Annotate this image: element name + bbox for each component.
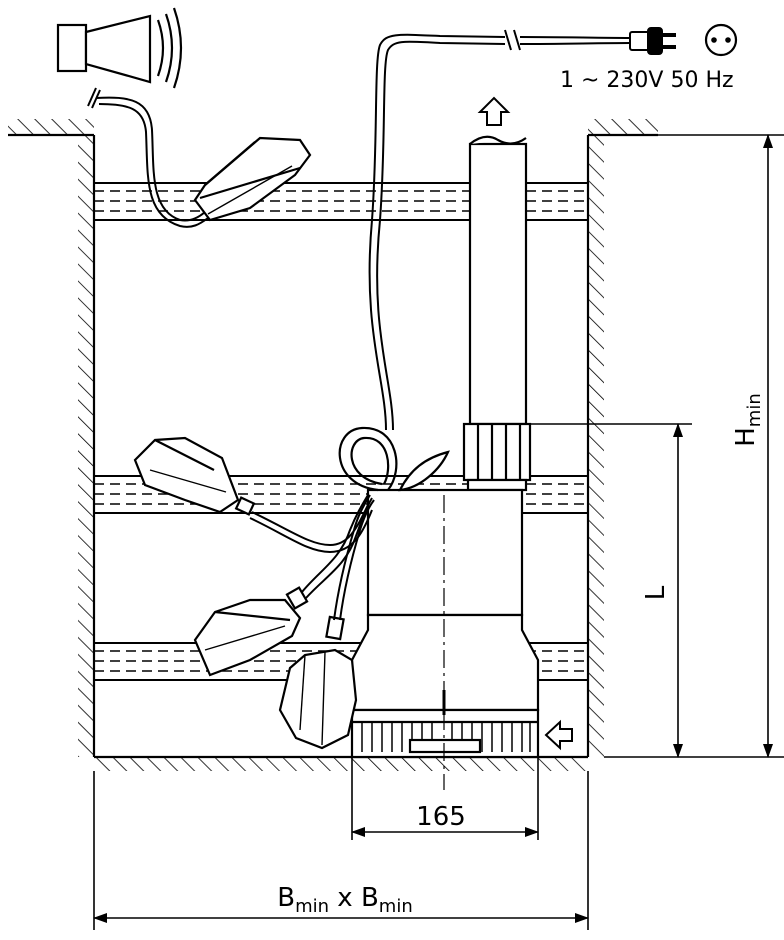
float-cable-lower	[301, 494, 373, 599]
pump-handle	[338, 426, 450, 492]
dimension-hmin-label: Hmin	[731, 393, 765, 447]
alarm-cable	[87, 87, 209, 228]
water-level-top	[94, 182, 588, 221]
dimension-hmin	[604, 134, 784, 758]
inlet-arrow-icon	[544, 719, 573, 751]
power-socket-icon	[704, 23, 738, 57]
supply-voltage-label: 1 ~ 230V 50 Hz	[560, 68, 734, 93]
float-cable-middle	[249, 504, 373, 554]
shaft-walls	[8, 119, 658, 771]
outlet-arrow-icon	[477, 96, 511, 126]
discharge-pipe	[462, 135, 532, 492]
dimension-bmin-label: Bmin x Bmin	[277, 883, 413, 917]
float-switch-middle	[133, 436, 256, 516]
pump-body	[350, 488, 540, 759]
dimension-165-label: 165	[416, 802, 466, 832]
float-cable-bottom	[333, 494, 375, 621]
float-switch-bottom	[278, 615, 358, 750]
power-cable	[368, 29, 631, 431]
dimension-165	[351, 757, 539, 840]
float-switch-lower	[193, 586, 309, 677]
dimension-bmin	[93, 771, 589, 930]
alarm-horn-icon	[56, 7, 183, 89]
float-switch-top	[193, 136, 312, 222]
power-plug-icon	[629, 27, 676, 55]
dimension-l	[530, 423, 692, 758]
dimension-l-label: L	[641, 585, 671, 600]
